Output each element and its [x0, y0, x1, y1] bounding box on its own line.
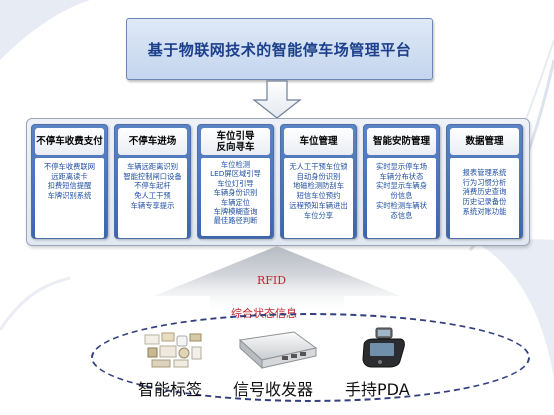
column-line: 历史记录备份 [462, 197, 507, 207]
device-label-transceiver: 信号收发器 [233, 380, 314, 399]
column-line: 报表管理系统 [462, 168, 507, 177]
column-line: 扣费短信提醒 [47, 181, 92, 191]
function-column-guidance: 车位引导反向寻车 车位检测 LED屏区域引导 车位灯引导 车辆身份识别 车辆定位… [197, 124, 274, 239]
column-header: 不停车进场 [118, 128, 187, 155]
column-body: 车位检测 LED屏区域引导 车位灯引导 车辆身份识别 车辆定位 车牌模糊查询 最… [201, 158, 270, 236]
column-line: 免人工干预 [134, 191, 171, 201]
column-line: 不停车收费联网 [43, 162, 96, 171]
column-line: 智能控制闸口设备 [123, 171, 182, 181]
column-body: 报表管理系统 行为习惯分析 消费历史查询 历史记录备份 系统对账功能 [450, 158, 519, 238]
function-column-security: 智能安防管理 实时显示停车场 车辆分布状态 实时显示车辆身 份信息 实时检测车辆… [363, 124, 440, 239]
column-line: 远程预知车辆进出 [289, 200, 348, 210]
column-body: 无人工干预车位锁 自动身份识别 地磁检测防刮车 短信车位预约 远程预知车辆进出 … [284, 158, 353, 238]
column-header-text: 车位引导反向寻车 [216, 130, 255, 153]
column-line: 实时显示停车场 [375, 162, 428, 171]
column-line: 无人工干预车位锁 [289, 162, 348, 171]
column-line: 远距离读卡 [51, 171, 88, 181]
handheld-pda-icon [362, 327, 405, 368]
column-body: 实时显示停车场 车辆分布状态 实时显示车辆身 份信息 实时检测车辆状 态信息 [367, 158, 436, 238]
column-line: 自动身份识别 [296, 171, 341, 181]
column-line: 份信息 [390, 191, 413, 201]
column-line: 短信车位预约 [296, 191, 341, 201]
function-column-payment: 不停车收费支付 不停车收费联网 远距离读卡 扣费短信提醒 车牌识别系统 [31, 124, 108, 239]
function-column-entry: 不停车进场 车辆远距离识别 智能控制闸口设备 不停车起杆 免人工干预 车辆专享提… [114, 124, 191, 239]
column-body: 车辆远距离识别 智能控制闸口设备 不停车起杆 免人工干预 车辆专享提示 [118, 158, 187, 238]
column-header: 车位引导反向寻车 [201, 128, 270, 155]
device-label-pda: 手持PDA [345, 380, 410, 399]
column-line: 行为习惯分析 [462, 177, 507, 187]
column-line: 车辆专享提示 [130, 200, 175, 210]
column-line: LED屏区域引导 [210, 169, 261, 179]
column-line: 车辆分布状态 [379, 171, 424, 181]
function-column-data-management: 数据管理 报表管理系统 行为习惯分析 消费历史查询 历史记录备份 系统对账功能 [446, 124, 523, 239]
smart-tag-icon [144, 332, 202, 368]
column-line: 地磁检测防刮车 [292, 181, 345, 191]
column-line: 不停车起杆 [134, 181, 171, 191]
rfid-label: RFID [257, 274, 287, 287]
column-line: 消费历史查询 [462, 187, 507, 197]
column-line: 车牌模糊查询 [213, 207, 258, 217]
column-line: 系统对账功能 [462, 206, 507, 216]
column-header: 智能安防管理 [367, 128, 436, 155]
column-line: 态信息 [390, 210, 413, 220]
devices-group [91, 313, 530, 402]
column-line: 最佳路径判断 [213, 216, 258, 226]
column-line: 车位分享 [303, 210, 334, 220]
function-column-parking-management: 车位管理 无人工干预车位锁 自动身份识别 地磁检测防刮车 短信车位预约 远程预知… [280, 124, 357, 239]
column-header: 不停车收费支付 [35, 128, 104, 155]
column-line: 实时显示车辆身 [375, 181, 428, 191]
platform-title: 基于物联网技术的智能停车场管理平台 [126, 18, 433, 80]
column-line: 车辆身份识别 [213, 188, 258, 198]
column-line: 车辆远距离识别 [126, 162, 179, 171]
column-header: 车位管理 [284, 128, 353, 155]
column-body: 不停车收费联网 远距离读卡 扣费短信提醒 车牌识别系统 [35, 158, 104, 238]
column-line: 车辆定位 [220, 197, 251, 207]
down-arrow-icon [252, 80, 302, 119]
column-header: 数据管理 [450, 128, 519, 155]
device-label-smart-tag: 智能标签 [138, 380, 203, 399]
column-line: 实时检测车辆状 [375, 200, 428, 210]
transceiver-icon [238, 331, 318, 370]
column-line: 车牌识别系统 [47, 191, 92, 201]
column-line: 车位检测 [220, 160, 251, 169]
column-line: 车位灯引导 [217, 178, 254, 188]
